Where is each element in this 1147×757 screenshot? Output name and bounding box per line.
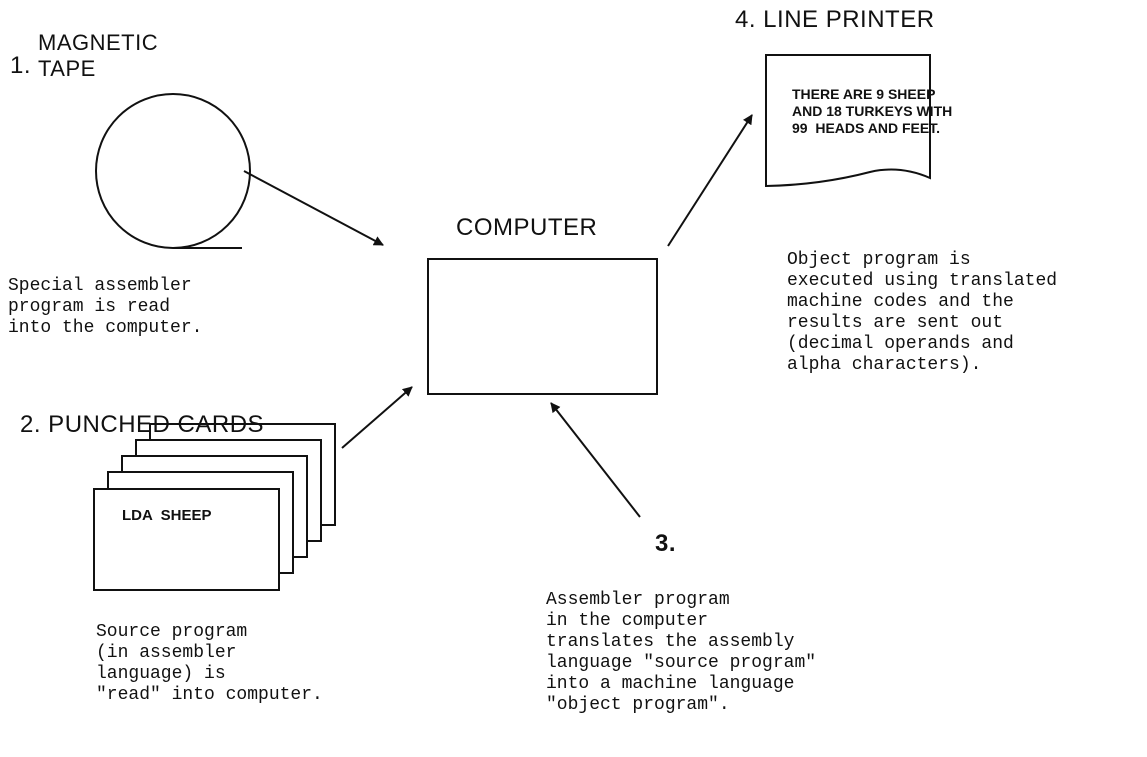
arrow-cards-to-computer <box>341 386 413 449</box>
printer-output-text: THERE ARE 9 SHEEP AND 18 TURKEYS WITH 99… <box>792 86 953 136</box>
cards-description: Source program (in assembler language) i… <box>96 622 323 705</box>
tape-title-line1: MAGNETIC <box>38 30 159 55</box>
step-3-number: 3. <box>655 530 677 557</box>
line-printer-paper-icon <box>765 54 931 188</box>
magnetic-tape-icon <box>95 93 251 249</box>
tape-description: Special assembler program is read into t… <box>8 276 203 338</box>
computer-label: COMPUTER <box>456 214 598 241</box>
tape-title-line2: TAPE <box>38 56 96 81</box>
card-text: LDA SHEEP <box>122 507 212 524</box>
step-1-number: 1. <box>10 52 32 79</box>
arrow-computer-to-printer <box>667 114 753 247</box>
arrow-tape-to-computer <box>243 170 384 246</box>
printer-title: 4. LINE PRINTER <box>735 6 935 33</box>
punched-cards-icon <box>93 423 336 591</box>
cards-title: 2. PUNCHED CARDS <box>20 411 265 438</box>
arrow-assembler-to-computer <box>550 402 641 518</box>
computer-box <box>427 258 658 395</box>
assembler-description: Assembler program in the computer transl… <box>546 590 817 715</box>
printer-description: Object program is executed using transla… <box>787 250 1058 375</box>
